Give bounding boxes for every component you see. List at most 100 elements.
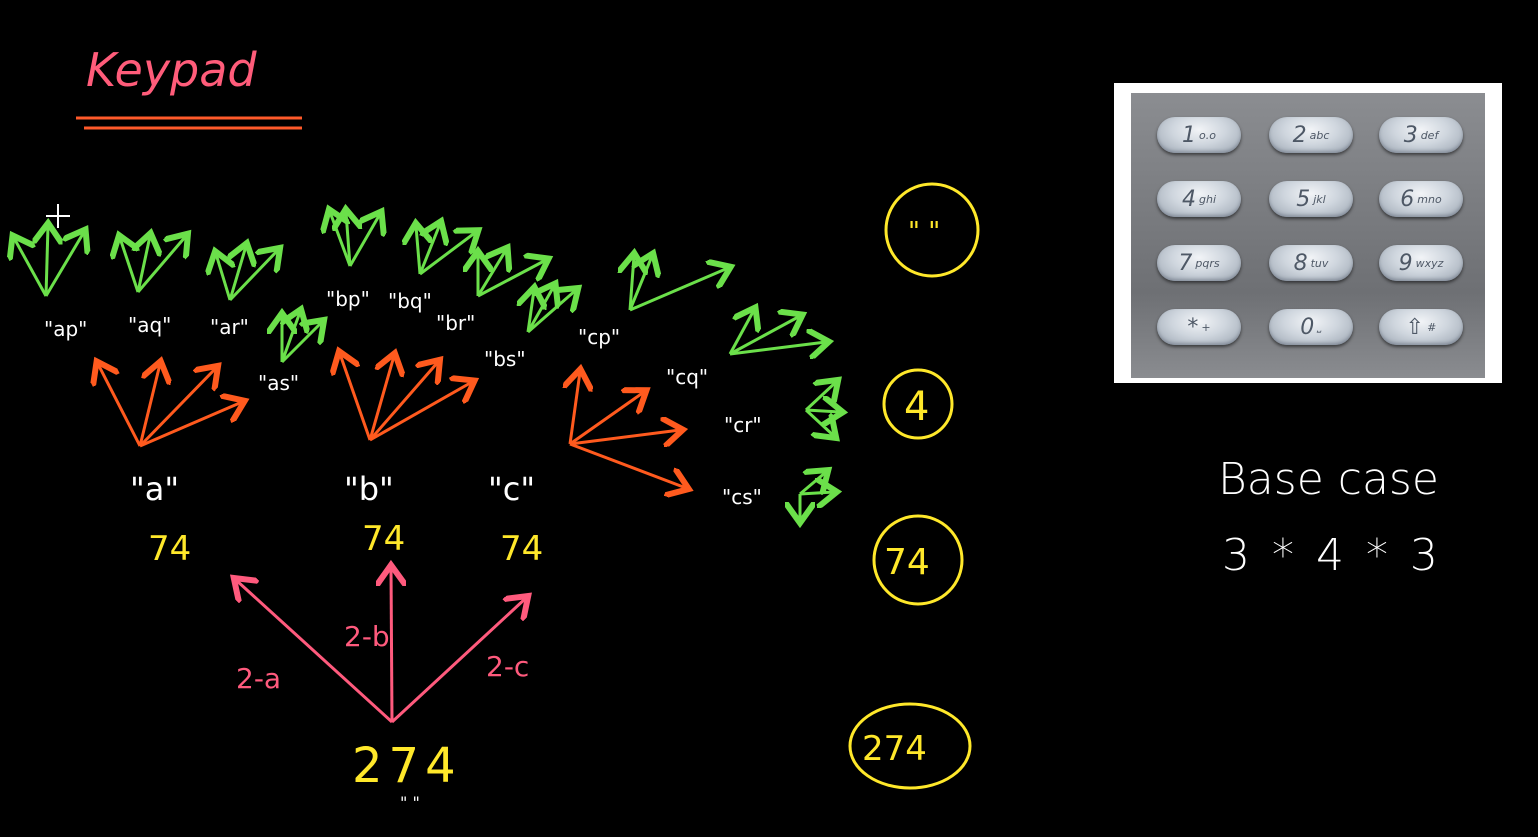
edge-c-p xyxy=(570,372,580,445)
node-a-rest: 74 xyxy=(148,529,191,569)
key-2-letters: abc xyxy=(1309,128,1330,142)
green-branch-arrow xyxy=(348,214,380,267)
key-0-letters: ⎵ xyxy=(1317,320,1322,333)
node-b-rest: 74 xyxy=(362,519,405,559)
node-cp: "cp" xyxy=(578,325,620,349)
edge-b-s xyxy=(369,382,472,442)
edge-b-p xyxy=(340,354,372,441)
page-title: Keypad xyxy=(86,43,257,97)
green-arrow-fans xyxy=(14,212,840,520)
edge-c-s xyxy=(569,442,686,488)
root-node-sub: " " xyxy=(400,793,420,812)
green-branch-arrow xyxy=(804,382,836,412)
node-c-rest: 74 xyxy=(500,529,543,569)
key-7-digit: 7 xyxy=(1178,250,1193,276)
green-branch-arrow xyxy=(628,256,652,311)
edge-root-b xyxy=(391,568,392,723)
node-b: "b" xyxy=(344,470,394,508)
key-6-digit: 6 xyxy=(1400,186,1415,212)
circle-74 xyxy=(872,514,964,606)
green-branch-arrow xyxy=(629,268,728,312)
green-branch-arrow xyxy=(216,254,230,301)
green-branch-arrow xyxy=(418,224,440,275)
green-branch-arrow xyxy=(14,238,48,297)
key-hash-digit: ⇧ xyxy=(1405,314,1425,340)
green-branch-arrow xyxy=(280,322,322,364)
pen-cursor-icon xyxy=(46,204,70,228)
green-branch-arrow xyxy=(136,236,186,293)
edge-root-a xyxy=(236,580,394,724)
green-branch-arrow xyxy=(120,238,138,293)
circled-empty-label: " " xyxy=(908,217,940,247)
key-hash: ⇧# xyxy=(1379,309,1463,345)
key-8-digit: 8 xyxy=(1293,250,1308,276)
node-ap: "ap" xyxy=(44,317,87,341)
green-branch-arrow xyxy=(419,232,476,276)
key-7-letters: pqrs xyxy=(1195,256,1220,270)
node-as: "as" xyxy=(258,371,299,395)
key-3-letters: def xyxy=(1420,128,1439,142)
key-2-digit: 2 xyxy=(1292,122,1307,148)
green-branch-arrow xyxy=(729,342,826,354)
green-branch-arrow xyxy=(44,232,84,297)
green-branch-arrow xyxy=(527,290,576,334)
key-8-letters: tuv xyxy=(1310,256,1329,270)
node-c: "c" xyxy=(488,470,535,508)
key-5-digit: 5 xyxy=(1296,186,1311,212)
green-branch-arrow xyxy=(728,310,754,355)
circle-4 xyxy=(882,368,954,440)
key-1-digit: 1 xyxy=(1182,122,1197,148)
node-a: "a" xyxy=(130,470,179,508)
edge-label-2c: 2-c xyxy=(486,650,529,683)
edge-c-q xyxy=(569,392,644,446)
key-3-digit: 3 xyxy=(1403,122,1418,148)
base-case-formula: 3 * 4 * 3 xyxy=(1222,530,1442,581)
green-branch-arrow xyxy=(799,472,826,496)
green-branch-arrow xyxy=(230,246,246,301)
key-0-digit: 0 xyxy=(1300,314,1315,340)
key-6-letters: mno xyxy=(1417,192,1442,206)
circle-empty xyxy=(884,182,980,278)
key-4-letters: ghi xyxy=(1198,192,1216,206)
circled-74-label: 74 xyxy=(884,542,930,583)
green-branch-arrow xyxy=(282,312,300,363)
edge-a-s xyxy=(139,402,242,448)
key-9-digit: 9 xyxy=(1398,250,1413,276)
green-branch-arrow xyxy=(46,226,48,297)
key-1-letters: o.o xyxy=(1199,128,1216,142)
green-branch-arrow xyxy=(346,212,350,267)
edge-label-2b: 2-b xyxy=(344,620,390,653)
circled-4-label: 4 xyxy=(904,384,929,430)
green-branch-arrow xyxy=(476,250,506,297)
key-4-digit: 4 xyxy=(1181,186,1196,212)
green-branch-arrow xyxy=(799,492,834,494)
root-node-label: 274 xyxy=(352,738,462,794)
green-branch-arrow xyxy=(526,286,554,333)
key-9-letters: wxyz xyxy=(1415,256,1444,270)
node-aq: "aq" xyxy=(128,313,171,337)
edge-a-p xyxy=(98,364,142,447)
base-case-label: Base case xyxy=(1218,454,1439,505)
circle-274 xyxy=(848,702,972,790)
edge-c-r xyxy=(569,430,680,444)
node-bq: "bq" xyxy=(388,289,432,313)
key-star-digit: * xyxy=(1187,314,1199,340)
key-5-letters: jkl xyxy=(1313,192,1326,206)
green-branch-arrow xyxy=(805,410,840,412)
edge-b-r xyxy=(368,362,438,441)
key-hash-letters: # xyxy=(1427,320,1437,334)
circled-274-label: 274 xyxy=(862,729,927,769)
green-branch-arrow xyxy=(729,316,800,356)
node-bs: "bs" xyxy=(484,347,526,371)
green-branch-arrow xyxy=(228,250,278,302)
node-br: "br" xyxy=(436,311,475,335)
